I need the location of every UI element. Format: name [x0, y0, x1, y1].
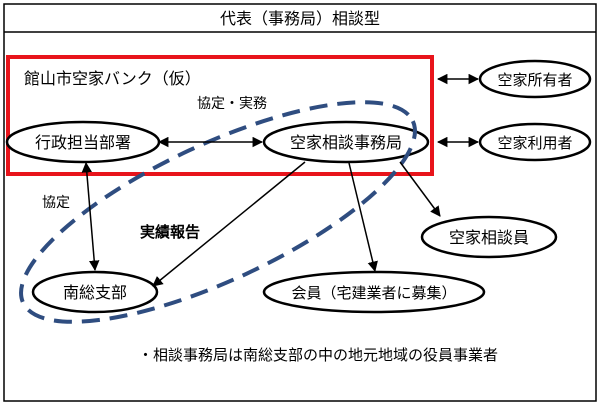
node-nanso: 南総支部: [31, 270, 159, 314]
edge-label-jisseki: 実績報告: [140, 223, 200, 241]
node-kaiin: 会員（宅建業者に募集）: [262, 270, 486, 314]
node-owner-label: 空家所有者: [497, 71, 572, 89]
diagram-title: 代表（事務局）相談型: [220, 9, 380, 28]
footer-note: ・相談事務局は南総支部の中の地元地域の役員事業者: [138, 346, 498, 364]
edge-label-kyotei: 協定: [42, 195, 70, 211]
node-jimukyoku: 空家相談事務局: [262, 120, 430, 164]
node-user: 空家利用者: [478, 122, 592, 162]
node-owner: 空家所有者: [478, 59, 592, 99]
edge-jimukyoku-nanso: [152, 161, 306, 287]
edge-gyosei-nanso: [81, 161, 100, 272]
group-box-label: 館山市空家バンク（仮）: [24, 69, 201, 88]
node-jimukyoku-label: 空家相談事務局: [290, 133, 402, 152]
node-gyosei: 行政担当部署: [5, 120, 161, 164]
node-kaiin-label: 会員（宅建業者に募集）: [291, 284, 456, 302]
edge-label-kyotei-jitsumu: 協定・実務: [197, 96, 267, 112]
outer-frame: [3, 3, 597, 402]
node-soudanin: 空家相談員: [420, 215, 558, 259]
node-gyosei-label: 行政担当部署: [35, 133, 131, 152]
node-user-label: 空家利用者: [497, 134, 572, 152]
node-soudanin-label: 空家相談員: [449, 228, 529, 247]
node-nanso-label: 南総支部: [63, 283, 127, 302]
edge-jimukyoku-soudanin: [399, 161, 441, 217]
edge-jimukyoku-kaiin: [348, 162, 378, 273]
dashed-group-ellipse: [19, 100, 417, 324]
group-box: [6, 55, 434, 176]
